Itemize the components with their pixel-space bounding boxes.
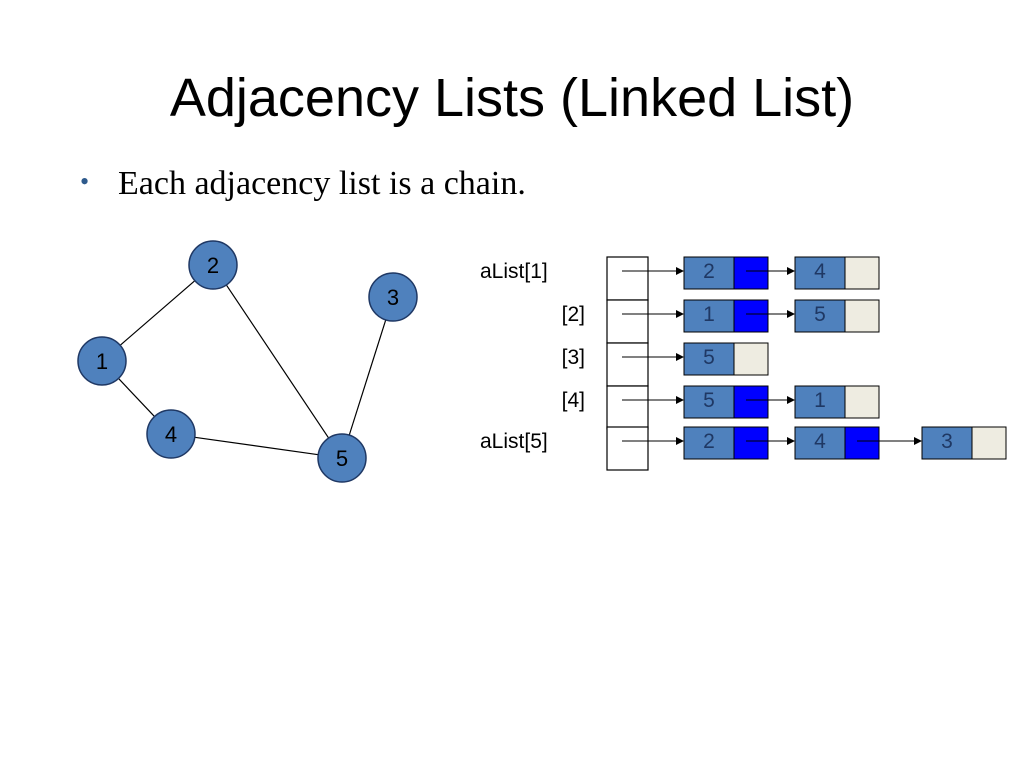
adjacency-row-2: [2] 1 5 bbox=[562, 299, 880, 344]
graph-node-label: 2 bbox=[207, 253, 219, 278]
bullet-item: • Each adjacency list is a chain. bbox=[80, 165, 526, 209]
graph-node-circle bbox=[77, 336, 127, 386]
array-cell bbox=[606, 299, 649, 344]
row-label: aList[5] bbox=[480, 430, 548, 453]
graph-edge-4-5 bbox=[194, 436, 319, 456]
list-node-value-cell bbox=[921, 426, 973, 460]
next-pointer-cell bbox=[844, 426, 880, 460]
graph-node-3: 3 bbox=[368, 272, 418, 322]
list-node-value: 5 bbox=[814, 303, 826, 326]
row-label: [3] bbox=[562, 346, 585, 369]
array-cell bbox=[606, 342, 649, 387]
graph-edge-1-4 bbox=[118, 378, 155, 417]
null-pointer-cell bbox=[971, 426, 1007, 460]
list-node: 5 bbox=[683, 385, 795, 419]
list-node-value: 4 bbox=[814, 430, 826, 453]
list-node: 1 bbox=[794, 385, 880, 419]
adjacency-list-area: aList[1] 2 4 [2] 1 5 [3] 5 [4] 5 1 aList[5] 2 4 3 bbox=[480, 256, 1007, 471]
graph-node-circle bbox=[146, 409, 196, 459]
array-cell bbox=[606, 256, 649, 301]
list-node-value-cell bbox=[794, 385, 846, 419]
graph-node-4: 4 bbox=[146, 409, 196, 459]
row-label: [2] bbox=[562, 303, 585, 326]
graph-edges bbox=[118, 280, 387, 456]
graph-edge-2-5 bbox=[225, 284, 330, 439]
graph-node-2: 2 bbox=[188, 240, 238, 290]
list-node-value: 2 bbox=[703, 430, 715, 453]
list-node: 4 bbox=[794, 256, 880, 290]
null-pointer-cell bbox=[844, 385, 880, 419]
list-node: 2 bbox=[683, 256, 795, 290]
list-node-value: 5 bbox=[703, 389, 715, 412]
next-pointer-cell bbox=[733, 256, 769, 290]
list-node-value-cell bbox=[683, 256, 735, 290]
graph-node-label: 5 bbox=[336, 446, 348, 471]
array-cell bbox=[606, 426, 649, 471]
list-node-value: 1 bbox=[703, 303, 715, 326]
list-node: 5 bbox=[794, 299, 880, 333]
graph-node-label: 3 bbox=[387, 285, 399, 310]
adjacency-row-3: [3] 5 bbox=[562, 342, 769, 387]
graph-node-label: 4 bbox=[165, 422, 177, 447]
list-node-value: 2 bbox=[703, 260, 715, 283]
row-label: [4] bbox=[562, 389, 585, 412]
list-node-value: 4 bbox=[814, 260, 826, 283]
array-cell bbox=[606, 385, 649, 430]
bullet-dot-icon: • bbox=[80, 167, 90, 196]
list-node-value-cell bbox=[794, 426, 846, 460]
list-node: 5 bbox=[683, 342, 769, 376]
graph-node-label: 1 bbox=[96, 349, 108, 374]
graph-node-5: 5 bbox=[317, 433, 367, 483]
adjacency-row-5: aList[5] 2 4 3 bbox=[480, 426, 1007, 471]
graph-edge-1-2 bbox=[119, 280, 196, 346]
list-node-value: 3 bbox=[941, 430, 953, 453]
list-node: 1 bbox=[683, 299, 795, 333]
list-node-value-cell bbox=[683, 299, 735, 333]
row-label: aList[1] bbox=[480, 260, 548, 283]
adjacency-row-1: aList[1] 2 4 bbox=[480, 256, 880, 301]
list-node: 3 bbox=[921, 426, 1007, 460]
graph-edge-3-5 bbox=[348, 319, 387, 436]
slide-title: Adjacency Lists (Linked List) bbox=[169, 68, 855, 128]
null-pointer-cell bbox=[844, 256, 880, 290]
list-node: 2 bbox=[683, 426, 795, 460]
list-node-value: 1 bbox=[814, 389, 826, 412]
next-pointer-cell bbox=[733, 385, 769, 419]
adjacency-row-4: [4] 5 1 bbox=[562, 385, 880, 430]
graph-node-circle bbox=[317, 433, 367, 483]
graph-node-1: 1 bbox=[77, 336, 127, 386]
graph-node-circle bbox=[188, 240, 238, 290]
graph-nodes: 1 2 3 4 5 bbox=[77, 240, 418, 483]
null-pointer-cell bbox=[844, 299, 880, 333]
null-pointer-cell bbox=[733, 342, 769, 376]
graph-node-circle bbox=[368, 272, 418, 322]
bullet-text: Each adjacency list is a chain. bbox=[118, 165, 526, 202]
next-pointer-cell bbox=[733, 299, 769, 333]
next-pointer-cell bbox=[733, 426, 769, 460]
list-node: 4 bbox=[794, 426, 922, 460]
list-node-value-cell bbox=[794, 256, 846, 290]
list-node-value: 5 bbox=[703, 346, 715, 369]
